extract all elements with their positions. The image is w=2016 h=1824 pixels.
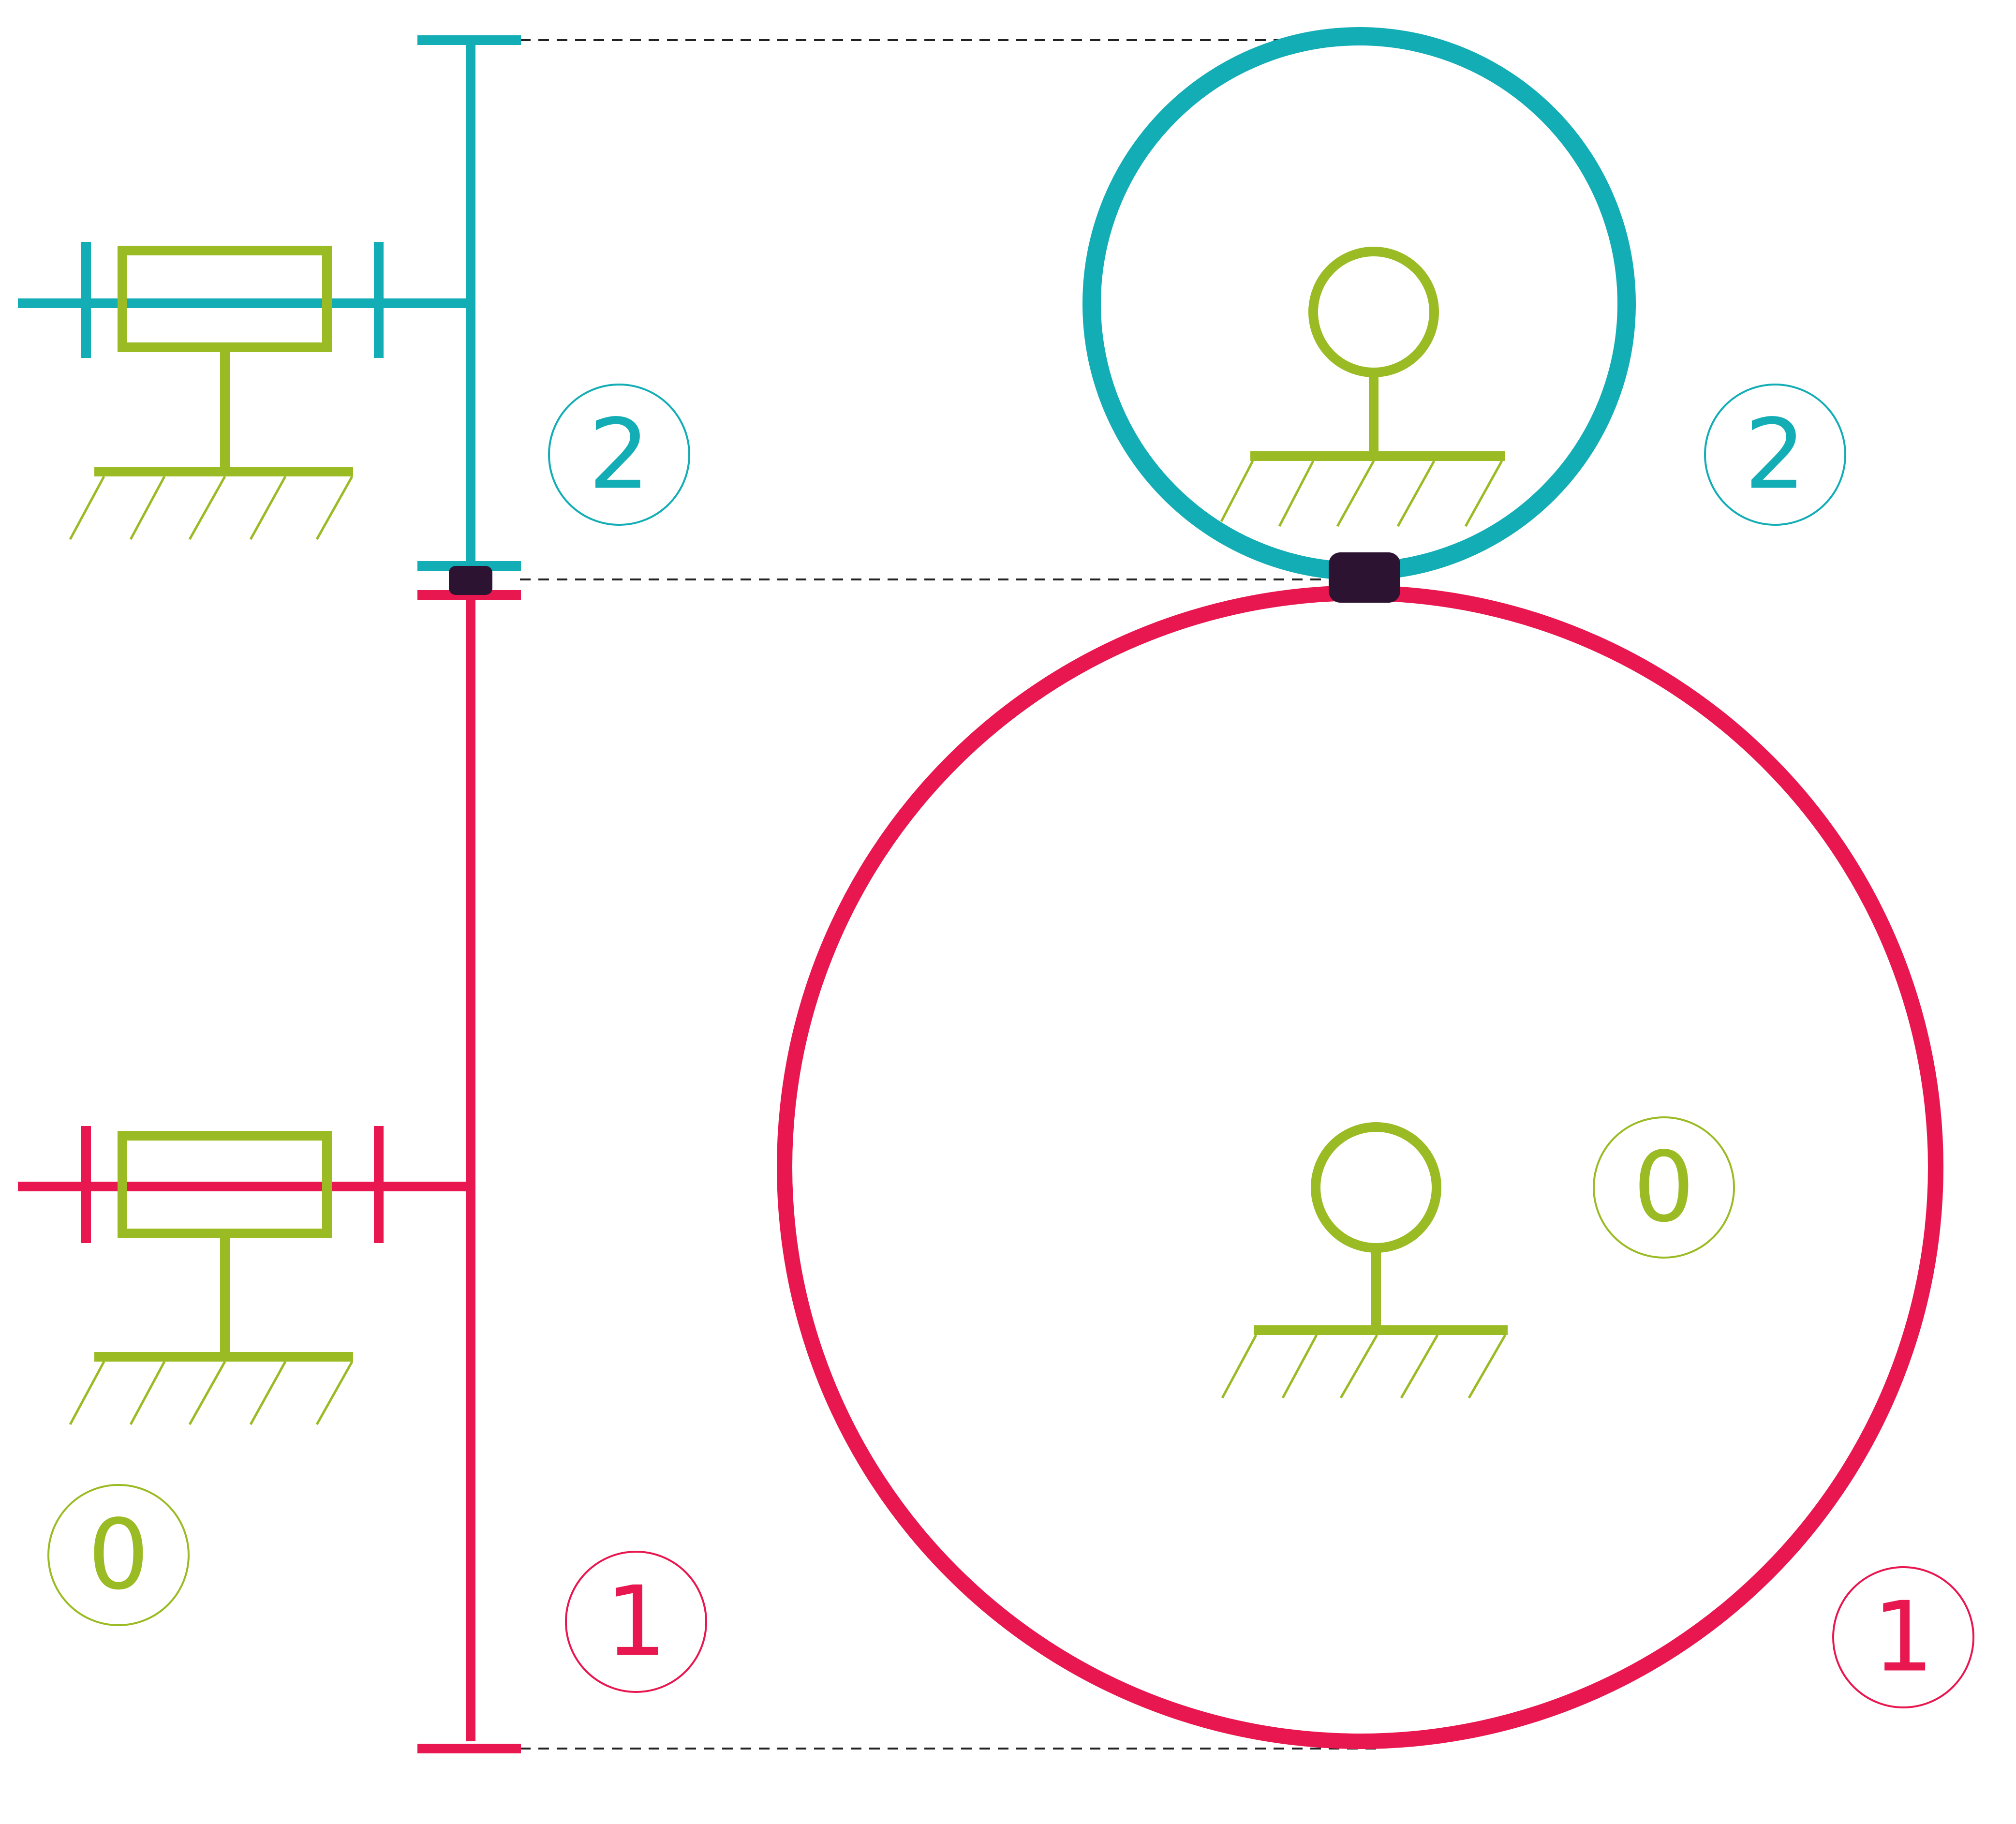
- front-label-gear-1: 1: [1832, 1566, 1974, 1708]
- front-view-contact-point: [1329, 552, 1400, 603]
- front-label-frame-0-text: 0: [1633, 1131, 1694, 1244]
- front-label-gear-1-text: 1: [1872, 1581, 1934, 1694]
- pivot-1-joint: [1311, 1122, 1441, 1253]
- side-label-gear-2: 2: [548, 384, 690, 526]
- side-view-gear-2: [18, 35, 521, 571]
- side-label-frame-0: 0: [47, 1484, 190, 1626]
- front-label-gear-2: 2: [1704, 384, 1846, 526]
- pivot-2-joint: [1308, 247, 1439, 377]
- ground-2-side-hatching: [69, 475, 354, 540]
- side-label-gear-1-text: 1: [605, 1566, 667, 1678]
- front-label-frame-0: 0: [1593, 1116, 1735, 1259]
- gear-2-front-circle: [1082, 27, 1636, 580]
- side-label-gear-2-text: 2: [588, 399, 650, 511]
- front-view-pivot-1: [1221, 1122, 1508, 1399]
- ground-1-front-hatching: [1221, 1334, 1507, 1399]
- gear-1-front-circle: [777, 585, 1943, 1749]
- side-view-contact-point: [449, 566, 492, 595]
- ground-1-side-hatching: [69, 1361, 354, 1425]
- side-label-gear-1: 1: [565, 1551, 707, 1693]
- side-view-frame-bearing-2: [69, 246, 354, 540]
- side-view-frame-bearing-1: [69, 1131, 354, 1425]
- ground-2-front-hatching: [1220, 460, 1503, 527]
- front-label-gear-2-text: 2: [1744, 399, 1806, 511]
- projection-lines: [520, 39, 1383, 1750]
- side-label-frame-0-text: 0: [88, 1499, 149, 1612]
- front-view-pivot-2: [1220, 247, 1505, 527]
